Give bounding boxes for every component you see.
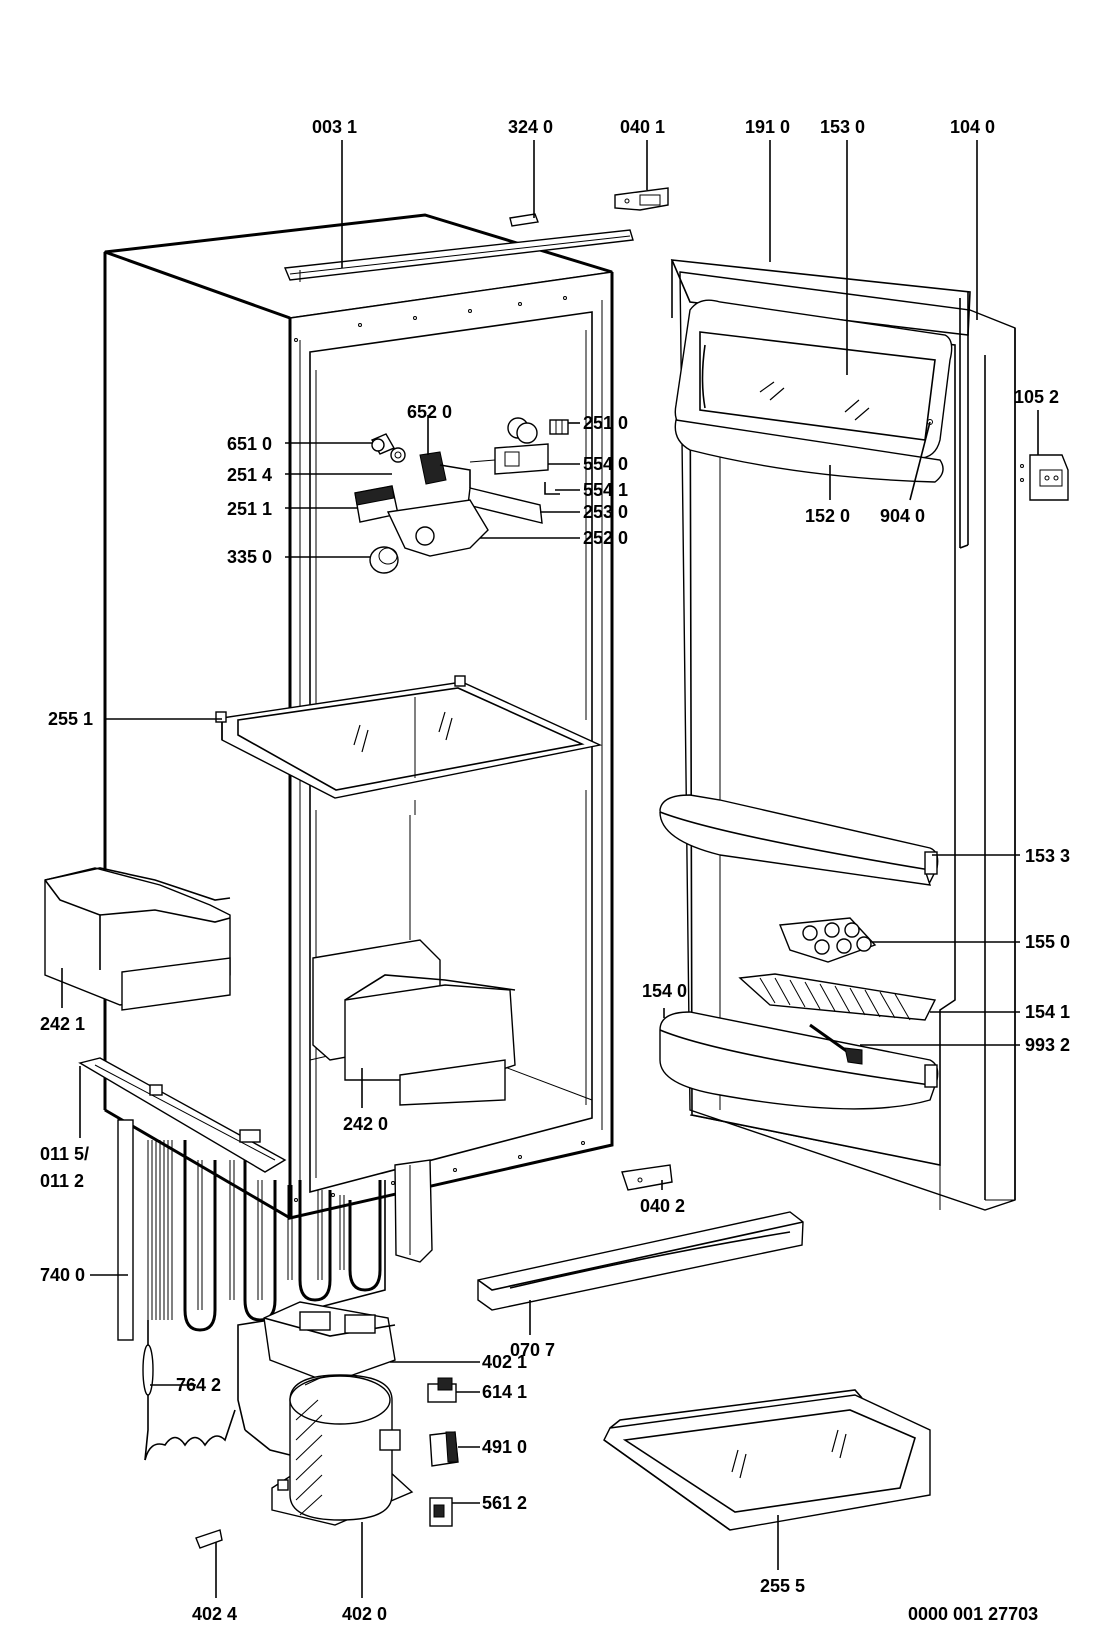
top-cover-strip: [283, 229, 634, 282]
label-253-0: 253 0: [583, 502, 628, 522]
drawing-number: 0000 001 27703: [908, 1604, 1038, 1624]
label-614-1: 614 1: [482, 1382, 527, 1402]
label-242-1: 242 1: [40, 1014, 85, 1034]
dryer-capillary: [142, 1320, 236, 1461]
label-740-0: 740 0: [40, 1265, 85, 1285]
door-shelf-bottom: [659, 1011, 939, 1110]
label-104-0: 104 0: [950, 117, 995, 137]
label-554-0: 554 0: [583, 454, 628, 474]
base-rail: [477, 1211, 804, 1311]
clip-part: [509, 213, 539, 227]
label-155-0: 155 0: [1025, 932, 1070, 952]
drawer-242-0: [312, 815, 516, 1106]
label-651-0: 651 0: [227, 434, 272, 454]
label-154-1: 154 1: [1025, 1002, 1070, 1022]
label-191-0: 191 0: [745, 117, 790, 137]
label-402-0: 402 0: [342, 1604, 387, 1624]
glass-shelf-lower: [603, 1389, 931, 1531]
compressor: [244, 1374, 414, 1526]
label-152-0: 152 0: [805, 506, 850, 526]
label-402-4: 402 4: [192, 1604, 237, 1624]
base-front-cover: [78, 1057, 287, 1173]
door-hinge-105-2: [1020, 454, 1069, 501]
egg-tray: [779, 917, 877, 963]
label-252-0: 252 0: [583, 528, 628, 548]
label-255-1: 255 1: [48, 709, 93, 729]
compressor-bracket: [263, 1301, 396, 1384]
bottom-hinge: [621, 1164, 673, 1191]
label-011-5: 011 5/: [40, 1144, 89, 1164]
label-011-2: 011 2: [40, 1171, 84, 1191]
thermostat-assembly: [354, 417, 569, 574]
label-242-0: 242 0: [343, 1114, 388, 1134]
top-hinge: [614, 187, 669, 211]
leader-lines: [61, 140, 1039, 1598]
label-491-0: 491 0: [482, 1437, 527, 1457]
mounting-clip: [195, 1529, 223, 1549]
label-251-4: 251 4: [227, 465, 272, 485]
label-154-0: 154 0: [642, 981, 687, 1001]
bottle-retainer: [738, 973, 937, 1021]
start-relay-614-1: [427, 1377, 457, 1403]
label-251-0: 251 0: [583, 413, 628, 433]
label-153-0: 153 0: [820, 117, 865, 137]
door-shelf-top: [674, 299, 953, 483]
door-shelf-middle: [659, 794, 939, 886]
label-402-1: 402 1: [482, 1352, 527, 1372]
overload-protector-491-0: [429, 1431, 459, 1467]
label-003-1: 003 1: [312, 117, 357, 137]
label-105-2: 105 2: [1014, 387, 1059, 407]
label-153-3: 153 3: [1025, 846, 1070, 866]
label-040-1: 040 1: [620, 117, 665, 137]
label-561-2: 561 2: [482, 1493, 527, 1513]
label-040-2: 040 2: [640, 1196, 685, 1216]
label-255-5: 255 5: [760, 1576, 805, 1596]
label-652-0: 652 0: [407, 402, 452, 422]
label-070-7: 070 7: [510, 1340, 555, 1360]
capacitor-561-2: [429, 1497, 453, 1527]
label-324-0: 324 0: [508, 117, 553, 137]
label-904-0: 904 0: [880, 506, 925, 526]
drawer-242-1: [44, 867, 231, 1011]
label-764-2: 764 2: [176, 1375, 221, 1395]
label-993-2: 993 2: [1025, 1035, 1070, 1055]
condenser-coil: [117, 1119, 433, 1431]
glass-shelf-upper: [215, 675, 603, 815]
label-554-1: 554 1: [583, 480, 628, 500]
label-335-0: 335 0: [227, 547, 272, 567]
label-251-1: 251 1: [227, 499, 272, 519]
ice-scraper-tool: [809, 1023, 863, 1065]
part-labels: 003 1 324 0 040 1 191 0 153 0 104 0 105 …: [40, 117, 1070, 1624]
